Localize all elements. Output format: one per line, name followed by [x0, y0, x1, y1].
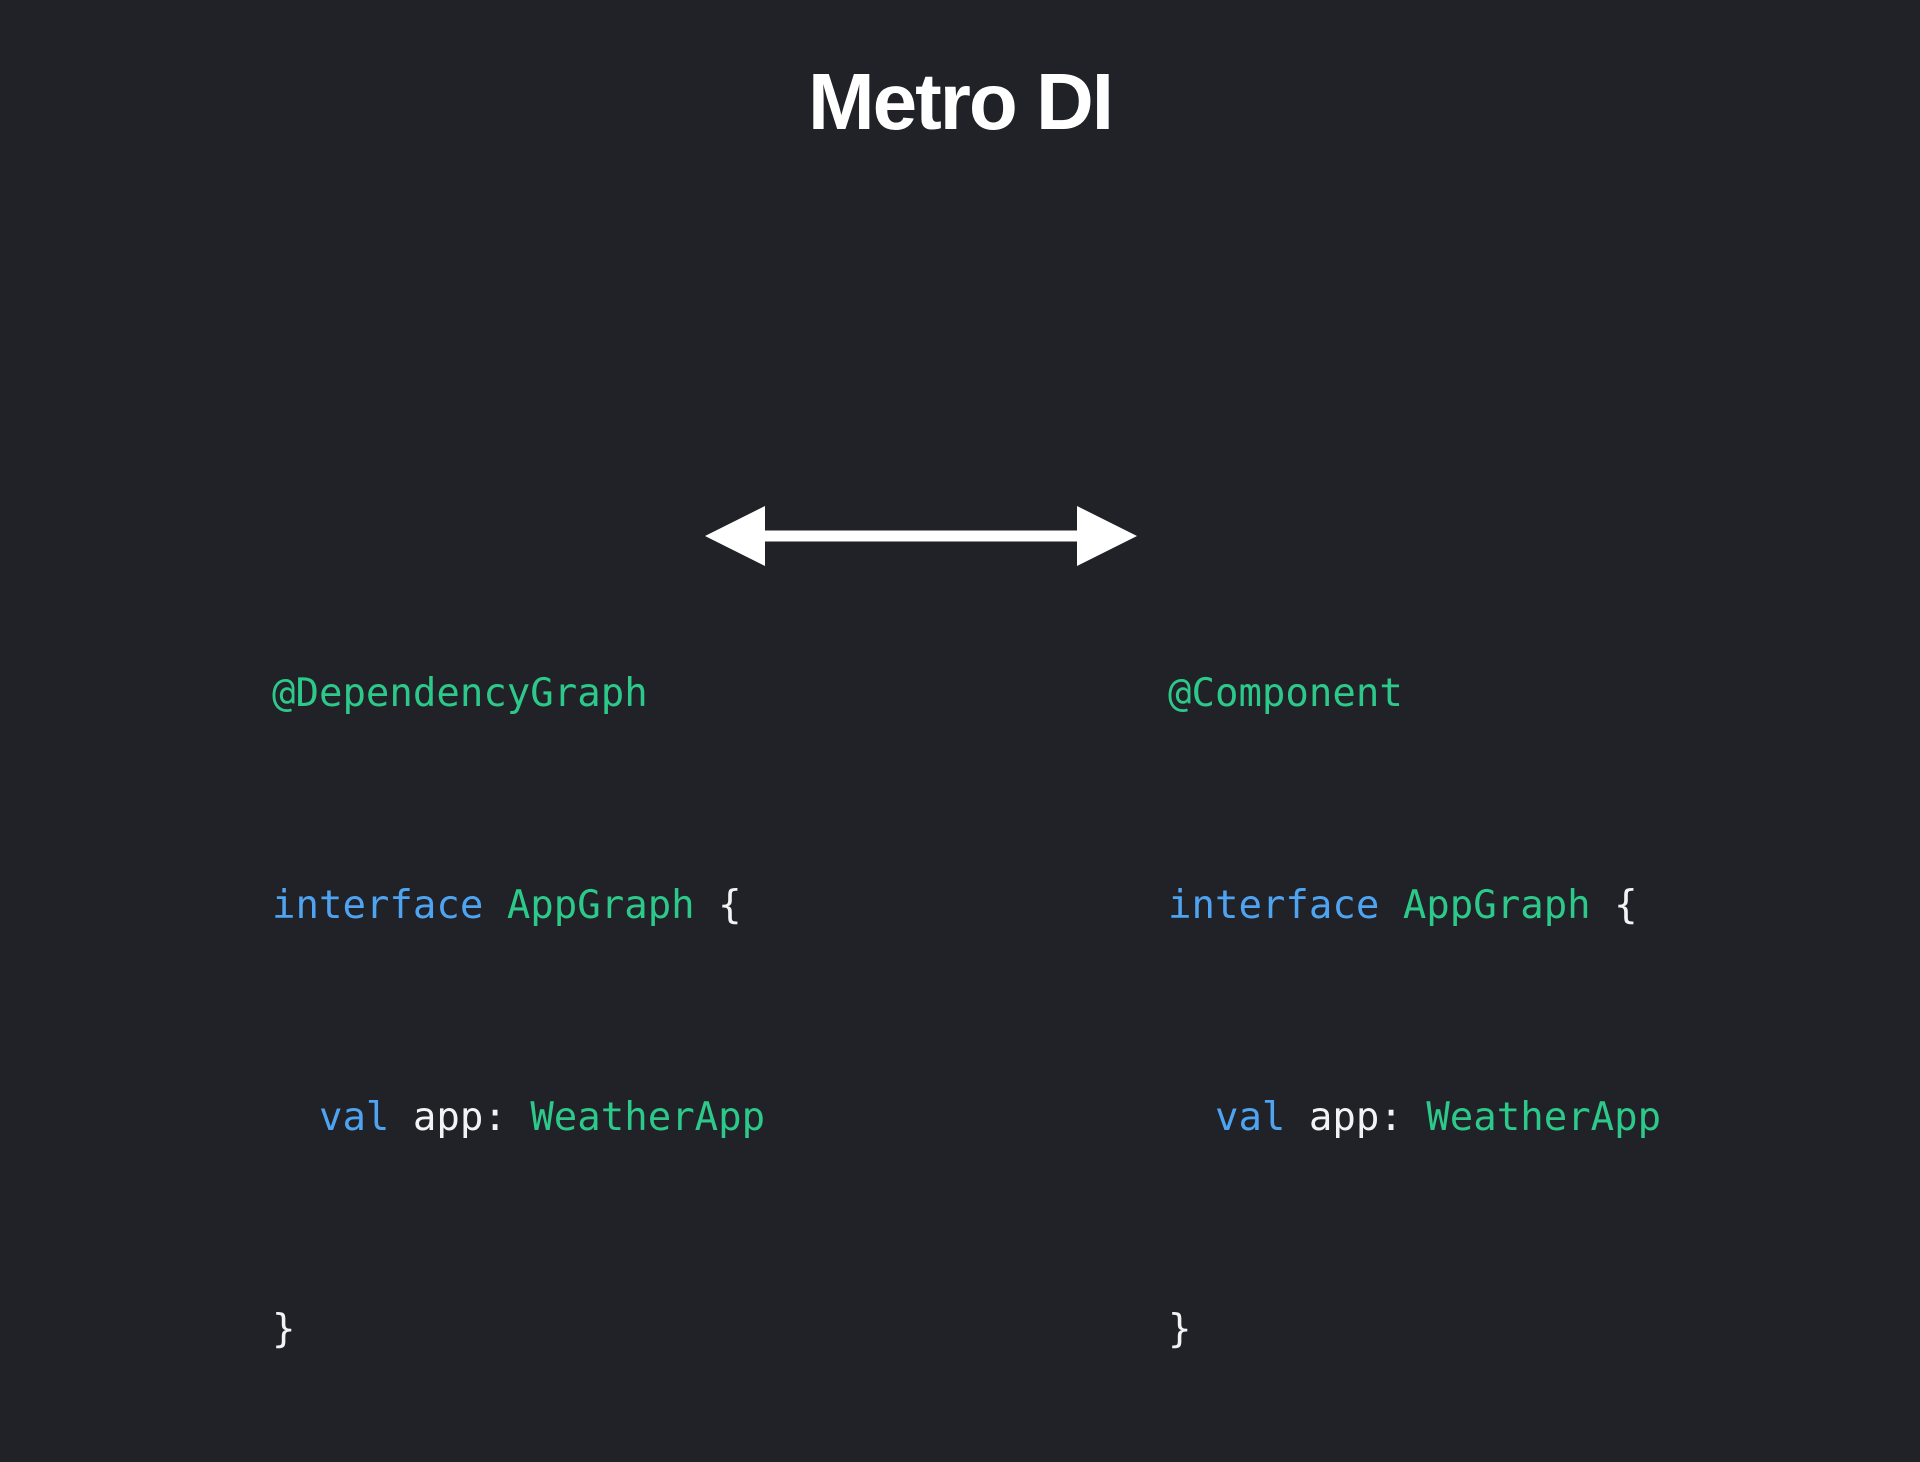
code-token-keyword: val: [1214, 1095, 1286, 1140]
code-token-plain: app:: [389, 1095, 531, 1140]
code-token-type: AppGraph: [1402, 883, 1591, 928]
code-block-left: @DependencyGraph interface AppGraph { va…: [272, 508, 765, 1462]
code-block-right: @Component interface AppGraph { val app:…: [1168, 508, 1661, 1462]
code-token-type: WeatherApp: [530, 1095, 766, 1140]
code-token-space: [483, 883, 506, 928]
code-line: val app: WeatherApp: [272, 1091, 765, 1144]
slide-root: Metro DI @DependencyGraph interface AppG…: [272, 57, 1662, 1352]
code-token-plain: app:: [1285, 1095, 1427, 1140]
code-token-indent: [1168, 1095, 1215, 1140]
code-token-keyword: val: [318, 1095, 390, 1140]
code-token-punct: }: [272, 1307, 296, 1352]
code-line: interface AppGraph {: [1168, 879, 1661, 932]
code-line: }: [1168, 1303, 1661, 1356]
code-token-annotation: @Component: [1168, 671, 1403, 716]
code-token-indent: [272, 1095, 319, 1140]
code-line: @DependencyGraph: [272, 667, 765, 720]
code-token-annotation: @DependencyGraph: [272, 671, 648, 716]
code-token-punct: {: [694, 883, 742, 928]
page-title: Metro DI: [808, 57, 1114, 146]
code-token-space: [1379, 883, 1402, 928]
code-line: @Component: [1168, 667, 1661, 720]
code-token-type: WeatherApp: [1426, 1095, 1662, 1140]
code-token-punct: {: [1590, 883, 1638, 928]
code-line: val app: WeatherApp: [1168, 1091, 1661, 1144]
code-token-keyword: interface: [1168, 883, 1380, 928]
connector-arrow: [705, 504, 1137, 568]
code-token-punct: }: [1168, 1307, 1192, 1352]
code-line: interface AppGraph {: [272, 879, 765, 932]
code-token-type: AppGraph: [506, 883, 695, 928]
double-headed-arrow-icon: [705, 506, 1137, 566]
code-token-keyword: interface: [272, 883, 484, 928]
code-line: }: [272, 1303, 765, 1356]
